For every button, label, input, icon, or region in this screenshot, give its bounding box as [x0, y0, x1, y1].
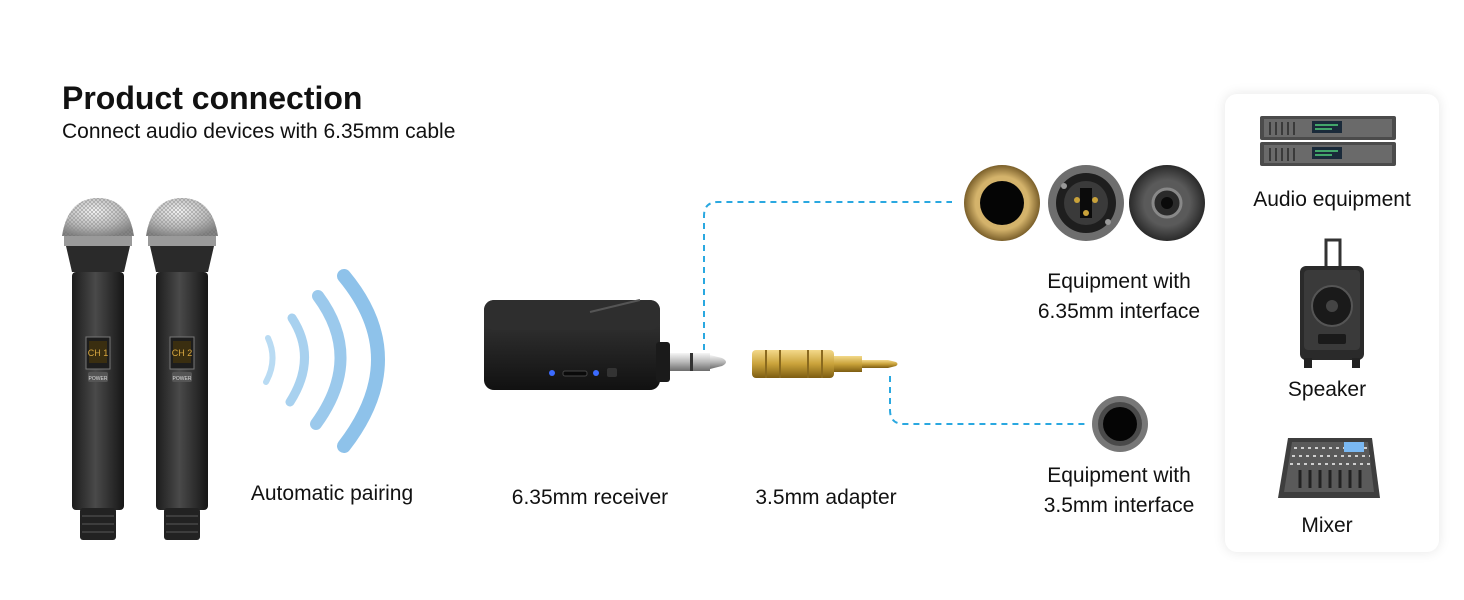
label-equipment-35-line1: Equipment with [1047, 464, 1191, 487]
label-automatic-pairing: Automatic pairing [250, 482, 414, 505]
label-equipment-35-line2: 3.5mm interface [1043, 494, 1195, 517]
speaker-icon [1300, 238, 1364, 368]
label-equipment-635-line1: Equipment with [1047, 270, 1191, 293]
amplifier-icon [1260, 116, 1396, 166]
socket-combo-xlr-icon [1048, 165, 1124, 241]
page-title: Product connection [62, 80, 363, 116]
label-adapter: 3.5mm adapter [755, 486, 897, 509]
wireless-microphone-2: CH 2 POWER [146, 198, 218, 540]
page-subtitle: Connect audio devices with 6.35mm cable [62, 120, 456, 143]
socket-635-gray-icon [1129, 165, 1205, 241]
socket-35-icon [1092, 396, 1148, 452]
mic2-power-label: POWER [173, 376, 192, 382]
wireless-microphone-1: CH 1 POWER [62, 198, 134, 540]
mic1-channel-display: CH 1 [88, 348, 109, 358]
label-equipment-635: Equipment with 6.35mm interface [1018, 267, 1220, 327]
adapter-35mm [752, 350, 898, 378]
label-mixer: Mixer [1301, 514, 1353, 537]
mixer-icon [1278, 438, 1380, 498]
wireless-signal-icon [263, 269, 385, 453]
mic2-channel-display: CH 2 [172, 348, 193, 358]
label-receiver: 6.35mm receiver [511, 486, 669, 509]
label-equipment-35: Equipment with 3.5mm interface [1018, 461, 1220, 521]
receiver-635mm [484, 299, 726, 390]
label-audio-equipment: Audio equipment [1253, 188, 1411, 211]
label-equipment-635-line2: 6.35mm interface [1037, 300, 1201, 323]
label-speaker: Speaker [1287, 378, 1367, 401]
mic1-power-label: POWER [89, 376, 108, 382]
connection-lines [703, 201, 1086, 425]
socket-635-gold-icon [964, 165, 1040, 241]
